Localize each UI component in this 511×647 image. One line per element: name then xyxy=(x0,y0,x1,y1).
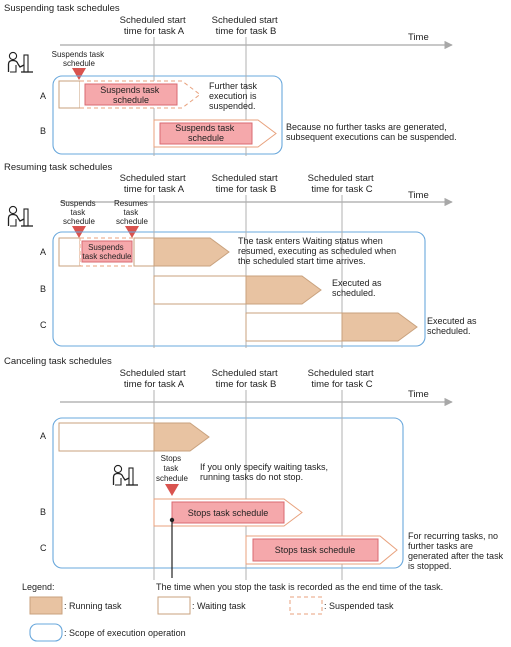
waiting-task-bar xyxy=(58,422,155,452)
scheduled-a-label: Scheduled start time for task A xyxy=(120,173,189,195)
scheduled-b-label: Scheduled start time for task B xyxy=(212,173,281,195)
operator-icon xyxy=(7,205,34,227)
scheduled-c-label: Scheduled start time for task C xyxy=(308,173,377,195)
running-task-bar xyxy=(153,422,210,452)
legend-waiting-label: : Waiting task xyxy=(192,601,246,611)
row-label-a: A xyxy=(40,247,46,257)
section-resuming: Resuming task schedules Scheduled start … xyxy=(4,162,479,348)
resume-marker-label: Resumes task schedule xyxy=(114,199,150,226)
scheduled-c-label: Scheduled start time for task C xyxy=(308,368,377,390)
waiting-task-bar xyxy=(58,80,81,109)
note-end-time: The time when you stop the task is recor… xyxy=(156,582,443,592)
note-executed-c: Executed as scheduled. xyxy=(427,316,479,336)
suspend-marker-label: Suspends task schedule xyxy=(60,199,98,226)
stop-marker-triangle xyxy=(165,484,179,496)
note-waiting-status: The task enters Waiting status when resu… xyxy=(238,236,399,266)
stop-action-label: Stops task schedule xyxy=(188,508,269,518)
suspend-action-bar xyxy=(159,122,253,145)
section-suspending: Suspending task schedules Scheduled star… xyxy=(4,3,457,156)
legend-scope-swatch xyxy=(29,623,63,642)
execution-scope xyxy=(52,75,283,155)
stop-action-bar xyxy=(171,501,285,524)
note-recurring-tasks: For recurring tasks, no further tasks ar… xyxy=(408,531,506,571)
legend-running-swatch xyxy=(29,596,63,615)
legend-scope-label: : Scope of execution operation xyxy=(64,628,186,638)
scheduled-b-label: Scheduled start time for task B xyxy=(212,368,281,390)
legend-running-label: : Running task xyxy=(64,601,122,611)
row-label-a: A xyxy=(40,431,46,441)
suspend-action-bar xyxy=(84,83,178,106)
execution-scope xyxy=(52,417,404,569)
time-label: Time xyxy=(408,32,429,43)
row-label-a: A xyxy=(40,91,46,101)
section-title: Canceling task schedules xyxy=(4,356,112,367)
row-label-b: B xyxy=(40,126,46,136)
section-title: Suspending task schedules xyxy=(4,3,120,14)
row-label-c: C xyxy=(40,543,47,553)
operator-icon xyxy=(112,464,139,486)
running-task-bar xyxy=(245,275,322,305)
legend: Legend: : Running task : Waiting task : … xyxy=(22,582,394,642)
legend-suspended-swatch xyxy=(289,596,323,615)
section-canceling: Canceling task schedules Scheduled start… xyxy=(4,356,506,592)
waiting-task-bar xyxy=(245,312,343,342)
suspend-action-bar xyxy=(81,240,133,263)
scheduled-b-label: Scheduled start time for task B xyxy=(212,15,281,37)
section-title: Resuming task schedules xyxy=(4,162,112,173)
note-waiting-only: If you only specify waiting tasks, runni… xyxy=(200,462,331,482)
row-label-c: C xyxy=(40,320,47,330)
stop-action-bar xyxy=(252,538,379,562)
waiting-task-bar xyxy=(153,275,247,305)
time-label: Time xyxy=(408,389,429,400)
execution-scope xyxy=(52,231,426,347)
end-time-dot xyxy=(169,517,175,523)
time-label: Time xyxy=(408,190,429,201)
note-no-further-tasks: Because no further tasks are generated, … xyxy=(286,122,457,142)
legend-title: Legend: xyxy=(22,582,55,592)
row-label-b: B xyxy=(40,507,46,517)
note-suspended: Further task execution is suspended. xyxy=(209,81,260,111)
suspend-action-label: Suspends task schedule xyxy=(175,123,237,143)
running-task-bar xyxy=(341,312,418,342)
note-executed-b: Executed as scheduled. xyxy=(332,278,384,298)
suspend-action-label: Suspends task schedule xyxy=(83,243,132,261)
running-task-bar xyxy=(153,237,230,267)
stop-marker-label: Stops task schedule xyxy=(156,454,189,483)
suspend-marker-triangle xyxy=(72,68,86,80)
operator-icon xyxy=(7,51,34,73)
waiting-task-bar xyxy=(133,237,155,267)
suspend-action-label: Suspends task schedule xyxy=(100,85,162,105)
stop-action-label: Stops task schedule xyxy=(275,545,356,555)
suspend-marker-label: Suspends task schedule xyxy=(52,50,107,68)
row-label-b: B xyxy=(40,284,46,294)
legend-waiting-swatch xyxy=(157,596,191,615)
scheduled-a-label: Scheduled start time for task A xyxy=(120,368,189,390)
scheduled-a-label: Scheduled start time for task A xyxy=(120,15,189,37)
waiting-task-bar xyxy=(58,237,81,267)
legend-suspended-label: : Suspended task xyxy=(324,601,394,611)
